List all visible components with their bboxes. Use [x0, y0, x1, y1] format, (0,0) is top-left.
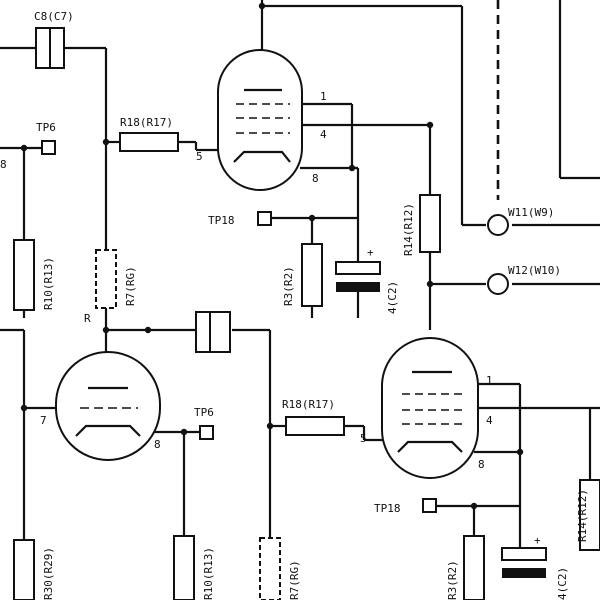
r14-top-label: R14(R12) — [402, 203, 415, 256]
pin8-bottom-left-label: 8 — [154, 438, 161, 451]
capacitors — [35, 27, 547, 578]
r18-bottom-label: R18(R17) — [282, 398, 335, 411]
edge-8-label: 8 — [0, 158, 7, 171]
tp18-top-label: TP18 — [208, 214, 235, 227]
tp6-top-terminal — [41, 140, 56, 155]
tp18-bottom-label: TP18 — [374, 502, 401, 515]
tube-top — [217, 49, 303, 191]
c8-label: C8(C7) — [34, 10, 74, 23]
c4-top-label: 4(C2) — [386, 281, 399, 314]
w11-terminal — [487, 214, 509, 236]
r3-top-label: R3(R2) — [282, 266, 295, 306]
w12-label: W12(W10) — [508, 264, 561, 277]
c4-bottom-label: 4(C2) — [556, 567, 569, 600]
tp6-bottom-terminal — [199, 425, 214, 440]
pin5-bottom-label: 5 — [360, 432, 367, 445]
pin7-label: 7 — [40, 414, 47, 427]
tube-bottom-right — [381, 337, 479, 479]
plus-bottom-label: + — [534, 534, 541, 547]
r7-top-label: R7(RG) — [124, 266, 137, 306]
plus-top-label: + — [367, 246, 374, 259]
pin8-top-label: 8 — [312, 172, 319, 185]
tp18-bottom-terminal — [422, 498, 437, 513]
labels: C8(C7) TP6 R18(R17) 5 1 4 8 TP18 W11(W9)… — [0, 10, 589, 600]
r10-bottom-label: R10(R13) — [202, 547, 215, 600]
r10-top-label: R10(R13) — [42, 257, 55, 310]
w11-label: W11(W9) — [508, 206, 554, 219]
w12-terminal — [487, 273, 509, 295]
r18-top-label: R18(R17) — [120, 116, 173, 129]
r14-bottom-label: R14(R12) — [576, 489, 589, 542]
pin1-top-label: 1 — [320, 90, 327, 103]
resistors — [13, 132, 600, 600]
pin1-bottom-label: 1 — [486, 374, 493, 387]
pin4-top-label: 4 — [320, 128, 327, 141]
pin8-bottom-right-label: 8 — [478, 458, 485, 471]
tp6-bottom-label: TP6 — [194, 406, 214, 419]
test-points — [41, 140, 509, 513]
r30-label: R30(R29) — [42, 547, 55, 600]
tp6-top-label: TP6 — [36, 121, 56, 134]
tp18-top-terminal — [257, 211, 272, 226]
junction-dots — [20, 2, 524, 510]
tube-bottom-left — [55, 351, 161, 461]
r7-bottom-label: R7(RG) — [288, 560, 301, 600]
r-mark-label: R — [84, 312, 91, 325]
pin4-bottom-label: 4 — [486, 414, 493, 427]
pin5-top-label: 5 — [196, 150, 203, 163]
r3-bottom-label: R3(R2) — [446, 560, 459, 600]
